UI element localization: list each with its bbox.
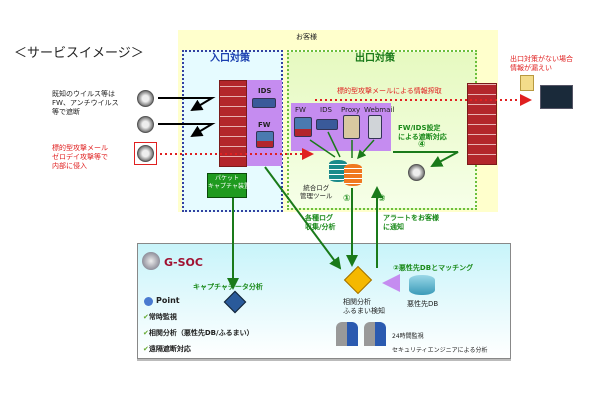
skull-icon [137, 116, 154, 133]
skull-icon [408, 164, 425, 181]
exit-ids-label: IDS [320, 106, 332, 114]
ids-icon [316, 119, 338, 130]
fw-icon [256, 131, 274, 148]
point-item: ✔相関分析（悪性先DB/ふるまい） [143, 329, 254, 337]
gsoc-name: G-SOC [164, 256, 203, 269]
fw-icon [294, 117, 312, 137]
page-title: ＜サービスイメージ＞ [14, 46, 144, 61]
engineer-icon [336, 322, 358, 346]
malicious-db-label: 悪性先DB [407, 300, 439, 308]
engineer-icon [364, 322, 386, 346]
ids-icon [252, 98, 276, 108]
entry-device-panel [247, 80, 282, 166]
log-db-icon [344, 164, 362, 186]
exfil-text: 標的型攻撃メールによる情報搾取 [337, 87, 442, 95]
document-icon [520, 75, 534, 91]
targeted-attack-text: 標的型攻撃メール ゼロデイ攻撃等で 内部に侵入 [52, 144, 108, 170]
ids-label: IDS [258, 87, 272, 95]
malicious-db-icon [409, 275, 435, 295]
exit-proxy-label: Proxy [341, 106, 361, 114]
hacker-icon [540, 85, 573, 109]
log-tool-label: 統合ログ 管理ツール [300, 184, 333, 201]
point-label: Point [156, 296, 180, 305]
packet-capture-box [207, 173, 247, 198]
entry-title: 入口対策 [210, 53, 250, 64]
firewall-wall-icon [467, 83, 497, 165]
fw-label: FW [258, 121, 271, 129]
capture-analysis-label: キャプチャデータ分析 [193, 283, 263, 291]
point-item: ✔遠隔遮断対応 [143, 345, 191, 353]
matching-label: ②悪性先DBとマッチング [393, 264, 474, 272]
webmail-server-icon [368, 115, 382, 139]
known-virus-text: 既知のウイルス等は FW、アンチウイルス 等で遮断 [52, 90, 119, 116]
step-1: ① [343, 194, 351, 204]
proxy-server-icon [343, 115, 360, 139]
firewall-wall-icon [219, 80, 247, 167]
skull-icon [137, 90, 154, 107]
customer-label: お客様 [296, 33, 317, 41]
exit-webmail-label: Webmail [364, 106, 395, 114]
block-text: FW/IDS設定 による遮断対応 [398, 124, 447, 141]
alert-flow-label: アラートをお客様 に通知 [383, 214, 439, 231]
step-3: ③ [378, 194, 386, 204]
correlation-label: 相関分析 ふるまい検知 [343, 298, 385, 315]
logs-flow-label: 各種ログ 収集/分析 [305, 214, 336, 231]
highlight-box [134, 142, 157, 165]
exit-fw-label: FW [295, 106, 306, 114]
monitor-247-label: 24時間監視 [392, 333, 424, 340]
packet-capture-label: パケット キャプチャ装置 [208, 175, 250, 190]
exit-title: 出口対策 [355, 53, 395, 64]
point-item: ✔常時監視 [143, 313, 177, 321]
leak-text: 出口対策がない場合 情報が漏えい [510, 55, 573, 72]
check-circle-icon [144, 297, 153, 306]
step-4: ④ [418, 140, 426, 150]
skull-icon [137, 145, 154, 162]
engineer-analysis-label: セキュリティエンジニアによる分析 [392, 347, 488, 354]
gsoc-logo [142, 252, 160, 270]
